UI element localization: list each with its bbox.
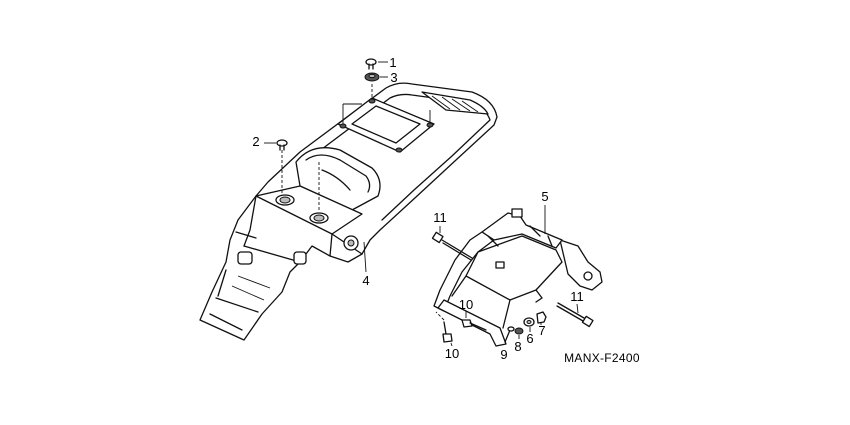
mudflap-inner [209, 269, 259, 331]
callout-10-lower: 10 [445, 346, 459, 361]
bracket-tab [511, 208, 523, 218]
rear-bracket [433, 205, 603, 347]
tail-opening [421, 91, 489, 115]
washer-inner [526, 320, 532, 324]
leader-line-11-right [576, 303, 579, 314]
long-bolt-right [556, 302, 594, 328]
bracket-lower-member [437, 299, 507, 347]
bolt-shank [368, 63, 374, 70]
small-hardware [435, 311, 547, 347]
callout-2: 2 [252, 134, 259, 149]
screw-head [507, 326, 515, 332]
bolt-shank [441, 239, 473, 261]
tail-opening-hatch [431, 95, 479, 113]
callout-9: 9 [500, 347, 507, 362]
bolt-head [276, 139, 288, 147]
callout-4: 4 [362, 273, 369, 288]
seat-base-curve [305, 154, 371, 193]
callout-1: 1 [389, 55, 396, 70]
callout-11-right: 11 [570, 289, 584, 304]
reflector-mount [237, 251, 253, 265]
small-bolt [461, 319, 473, 328]
screw [504, 329, 511, 343]
callout-labels: 1 3 2 5 11 4 10 11 7 6 8 9 10 [252, 55, 583, 362]
long-bolt-left [431, 226, 473, 261]
fender-lower-wall [235, 231, 301, 263]
small-bolt-shank [443, 321, 447, 335]
fender-hole-inner [313, 214, 325, 222]
mount-hole [395, 147, 403, 153]
fender-mount-pad [337, 97, 435, 153]
callout-10-upper: 10 [459, 297, 473, 312]
callout-3: 3 [390, 70, 397, 85]
mount-hole [426, 122, 434, 128]
fender-mount-pad-inner [351, 105, 421, 144]
bracket-side-plate [559, 239, 603, 291]
fender-side-hole-inner [347, 239, 355, 247]
callout-7: 7 [538, 323, 545, 338]
bracket-rail-detail [487, 225, 553, 247]
mount-hole [368, 98, 376, 104]
small-bolt-shank [469, 322, 487, 331]
collar [514, 327, 524, 335]
bracket-strut [451, 275, 543, 329]
top-fasteners [364, 58, 388, 82]
mount-hole [339, 123, 347, 129]
nut [536, 311, 547, 324]
small-bolt [442, 333, 453, 343]
bracket-plate-hole [583, 271, 593, 281]
bracket-square-hole [495, 261, 505, 269]
leader-line-4 [363, 241, 367, 273]
diagram-code: MANX-F2400 [564, 351, 640, 365]
callout-11-left: 11 [433, 210, 447, 225]
reflector-mount [293, 251, 307, 265]
reference-line [342, 103, 362, 124]
mudflap-rib [231, 275, 271, 301]
bolt-head [365, 58, 377, 66]
rear-fender [199, 82, 498, 341]
callout-8: 8 [514, 339, 521, 354]
grommet-inner [368, 73, 376, 79]
bolt-shank [279, 144, 285, 151]
bolt-head [581, 315, 594, 328]
bracket-center-plate [465, 235, 563, 301]
seat-base-fin [321, 169, 351, 191]
callout-6: 6 [526, 331, 533, 346]
fender-hole-inner [279, 196, 291, 204]
bolt-head [431, 231, 444, 244]
leader-line-10-lower [450, 342, 453, 347]
alignment-line [435, 311, 445, 321]
bolt-shank [556, 302, 585, 322]
left-fastener [264, 139, 288, 151]
callout-5: 5 [541, 189, 548, 204]
